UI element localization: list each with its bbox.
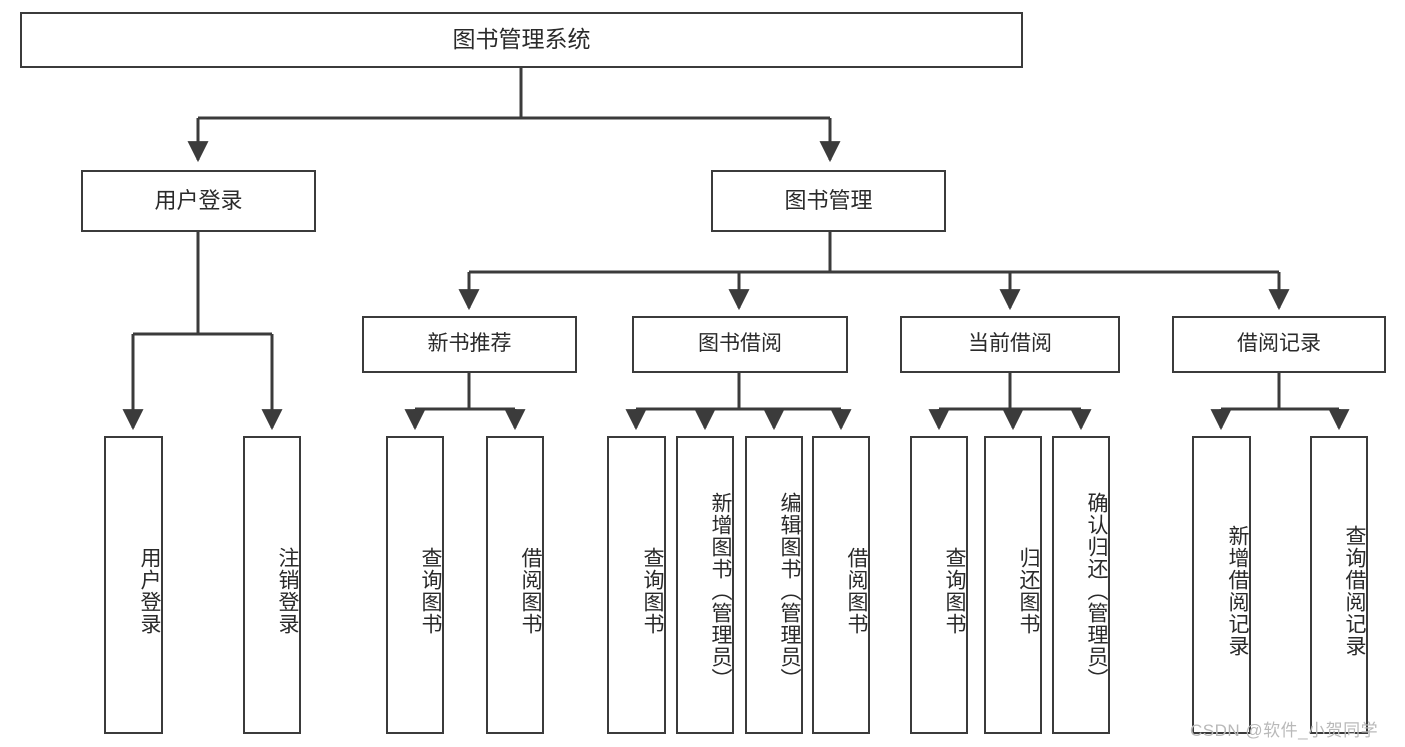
node-user-login-label: 用户登录 [154,188,243,214]
leaf-borrow-book-2-label: 借阅图书 [845,547,868,635]
node-new-book-rec[interactable]: 新书推荐 [362,316,577,373]
node-current-borrow-label: 当前借阅 [968,332,1052,356]
leaf-add-book[interactable]: 新增图书（管理员） [676,436,734,734]
node-book-borrow[interactable]: 图书借阅 [632,316,848,373]
node-book-borrow-label: 图书借阅 [698,332,782,356]
leaf-user-logout[interactable]: 注销登录 [243,436,301,734]
node-root[interactable]: 图书管理系统 [20,12,1023,68]
leaf-user-logout-label: 注销登录 [276,547,299,635]
leaf-edit-book-label: 编辑图书（管理员） [778,492,801,690]
leaf-user-login[interactable]: 用户登录 [104,436,163,734]
leaf-query-book-2[interactable]: 查询图书 [607,436,666,734]
leaf-query-book-1[interactable]: 查询图书 [386,436,444,734]
leaf-query-record[interactable]: 查询借阅记录 [1310,436,1368,734]
node-borrow-record-label: 借阅记录 [1237,332,1321,356]
leaf-query-record-label: 查询借阅记录 [1343,525,1366,657]
leaf-query-book-3-label: 查询图书 [943,547,966,635]
leaf-add-book-label: 新增图书（管理员） [709,492,732,690]
leaf-add-record[interactable]: 新增借阅记录 [1192,436,1251,734]
leaf-query-book-2-label: 查询图书 [641,547,664,635]
leaf-confirm-return-label: 确认归还（管理员） [1085,492,1108,690]
leaf-add-record-label: 新增借阅记录 [1226,525,1249,657]
leaf-borrow-book-1-label: 借阅图书 [519,547,542,635]
node-new-book-rec-label: 新书推荐 [427,332,512,356]
node-root-label: 图书管理系统 [452,26,591,53]
node-current-borrow[interactable]: 当前借阅 [900,316,1120,373]
node-user-login[interactable]: 用户登录 [81,170,316,232]
node-borrow-record[interactable]: 借阅记录 [1172,316,1386,373]
leaf-query-book-3[interactable]: 查询图书 [910,436,968,734]
leaf-query-book-1-label: 查询图书 [419,547,442,635]
leaf-borrow-book-2[interactable]: 借阅图书 [812,436,870,734]
leaf-return-book[interactable]: 归还图书 [984,436,1042,734]
leaf-confirm-return[interactable]: 确认归还（管理员） [1052,436,1110,734]
node-book-manage[interactable]: 图书管理 [711,170,946,232]
csdn-watermark: CSDN @软件_小贺同学 [1190,721,1379,740]
leaf-user-login-label: 用户登录 [138,547,161,635]
node-book-manage-label: 图书管理 [784,188,873,214]
leaf-edit-book[interactable]: 编辑图书（管理员） [745,436,803,734]
leaf-return-book-label: 归还图书 [1017,547,1040,635]
leaf-borrow-book-1[interactable]: 借阅图书 [486,436,544,734]
